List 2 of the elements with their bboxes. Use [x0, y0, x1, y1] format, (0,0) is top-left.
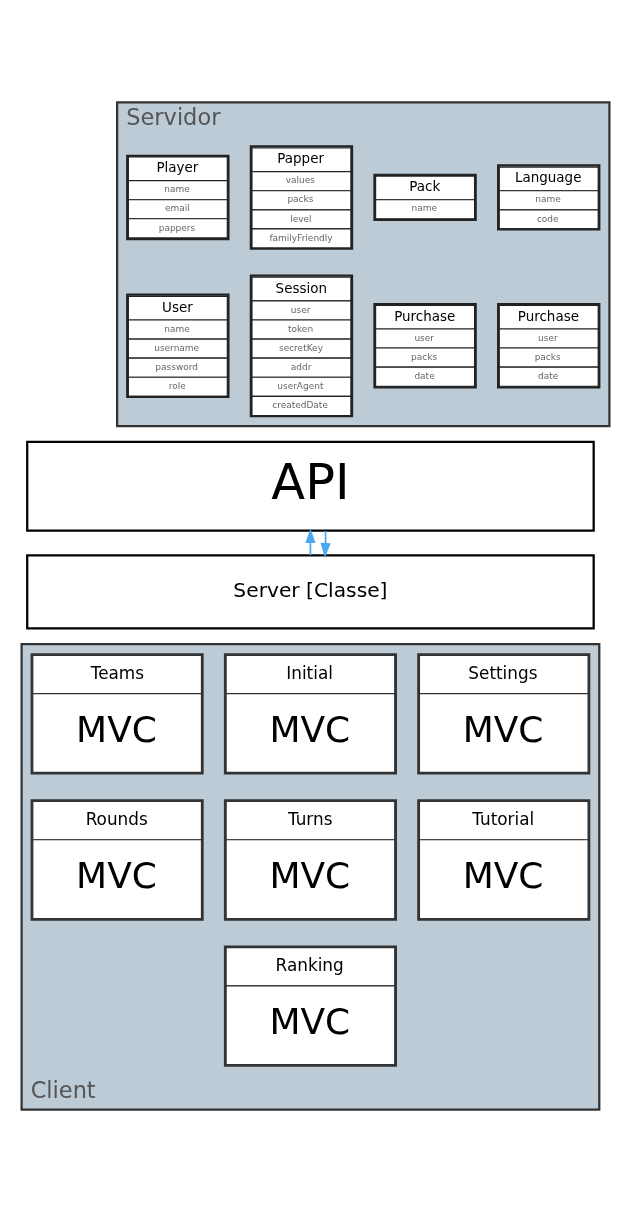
- node-box: Server [Classe]: [26, 554, 595, 630]
- node-box: API: [26, 440, 595, 532]
